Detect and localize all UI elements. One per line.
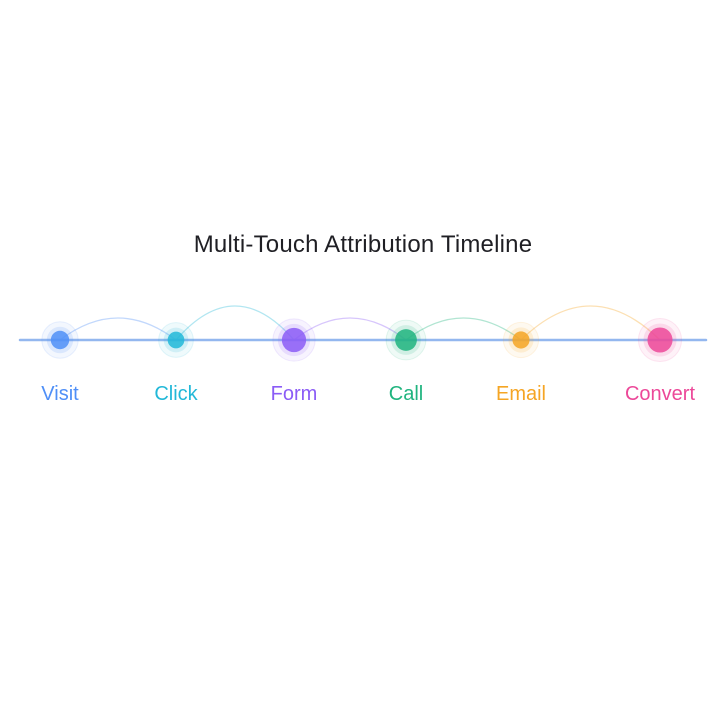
- step-label: Call: [389, 383, 423, 405]
- connector-arc-call: [405, 317, 522, 341]
- step-label: Click: [154, 383, 198, 405]
- step-label: Visit: [41, 383, 79, 405]
- node-dot: [395, 329, 417, 351]
- node-dot: [50, 330, 70, 350]
- timeline-title: Multi-Touch Attribution Timeline: [193, 231, 533, 258]
- step-layer: Visit Click Form Call Email Convert: [41, 317, 695, 405]
- step-label: Email: [496, 383, 546, 405]
- node-dot: [167, 331, 185, 349]
- step-label: Form: [271, 383, 318, 405]
- node-dot: [281, 327, 307, 353]
- step-form[interactable]: Form: [271, 318, 318, 405]
- step-email[interactable]: Email: [496, 321, 546, 405]
- step-label: Convert: [625, 383, 695, 405]
- step-convert[interactable]: Convert: [625, 317, 695, 405]
- connector-arc-click: [175, 305, 295, 341]
- node-dot: [647, 327, 673, 353]
- step-click[interactable]: Click: [154, 322, 199, 405]
- arc-layer: [59, 305, 661, 341]
- connector-arc-form: [293, 317, 407, 341]
- connector-arc-email: [520, 305, 661, 341]
- connector-arc-visit: [59, 317, 177, 341]
- step-visit[interactable]: Visit: [41, 321, 79, 405]
- step-call[interactable]: Call: [385, 319, 427, 405]
- node-dot: [512, 331, 530, 349]
